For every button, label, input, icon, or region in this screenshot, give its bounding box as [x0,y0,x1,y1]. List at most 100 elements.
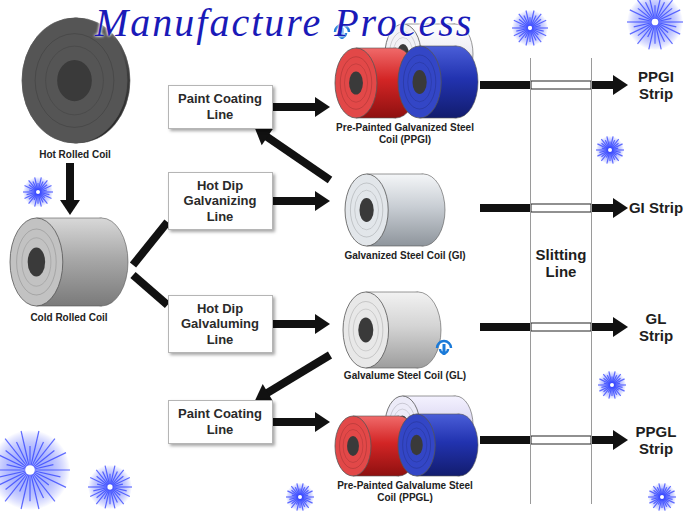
steel-coil [343,292,441,368]
starburst-ray [655,22,680,34]
coil-edge [36,306,101,307]
starburst-ray [297,483,300,497]
starburst-ray [655,0,673,22]
flow-arrow [133,275,168,305]
slitting-band: Slitting Line [530,58,592,504]
arrow-head [315,191,330,211]
coil-face [345,174,388,246]
brand-logo [437,341,451,355]
coil-ring [340,424,367,469]
strip-output: GL Strip [628,310,684,345]
starburst-ray [649,0,655,22]
process-box: Hot Dip Galvanizing Line [168,172,273,231]
coil-caption: Galvanized Steel Coil (GI) [344,250,465,262]
starburst-core [608,148,612,152]
starburst [286,483,314,511]
starburst-glow [23,177,53,207]
starburst-ray [110,487,115,508]
arrow-shaft [592,436,614,444]
arrow-shaft [480,436,530,444]
coil-edge [417,414,460,415]
coil-node: Galvalume Steel Coil (GL) [330,288,480,384]
coil-hole [410,435,422,455]
starburst-ray [630,22,655,34]
starburst-core [36,190,40,194]
arrow-head [315,314,330,334]
coil-caption: Pre-Painted Galvanized Steel Coil (PPGI) [332,122,478,146]
starburst-ray [30,470,39,509]
starburst-core [610,383,614,387]
starburst-ray [30,469,70,470]
arrow-shaft [480,204,530,212]
coil-caption: Pre-Painted Galvalume Steel Coil (PPGL) [332,480,478,504]
starburst-core [25,465,35,475]
coil-edge [353,476,399,477]
process-box: Hot Dip Galvaluming Line [168,295,273,354]
starburst-core [107,484,112,489]
starburst-ray [287,497,300,503]
starburst-ray [612,385,615,399]
coil-face [335,48,377,118]
flow-arrow [60,163,80,215]
coil-ring [353,309,378,351]
process-box: Paint Coating Line [168,400,273,443]
starburst [88,465,132,509]
coil-hole [358,317,373,342]
starburst-glow [598,371,626,399]
coil-edge [356,118,396,119]
coil-hole [359,198,373,222]
arrow-head [613,317,628,337]
coil-edge [353,416,399,417]
starburst-ray [610,144,623,150]
starburst-ray [599,385,612,391]
starburst-ray [662,497,665,511]
flow-arrow [480,208,530,209]
starburst-ray [514,28,530,36]
starburst-ray [597,150,610,156]
arrow-head [315,97,330,117]
arrow-shaft [267,355,330,393]
arrow-head [60,200,80,215]
starburst-ray [35,177,38,192]
starburst [598,371,626,399]
process-box: Paint Coating Line [168,85,273,128]
starburst-ray [30,439,55,470]
arrow-shaft [273,197,317,205]
starburst-ray [0,470,30,487]
strip-output: PPGI Strip [628,68,684,103]
coil-edge [417,476,460,477]
coil-edge [420,46,457,47]
slitting-pass-bar [531,204,591,212]
starburst-ray [530,28,534,46]
starburst-ray [105,466,110,487]
steel-coil [398,414,478,476]
arrow-shaft [592,323,614,331]
coil-hole [349,71,363,94]
coil-ring [46,46,104,115]
starburst-ray [110,470,124,487]
coil-edge [420,118,457,119]
starburst-ray [300,491,313,497]
flow-arrow [273,97,331,117]
box-label: Hot Dip Galvaluming Line [175,301,266,348]
starburst-glow [596,136,624,164]
coil-edge [36,218,101,219]
starburst-glow [0,430,70,510]
coil-node: Pre-Painted Galvalume Steel Coil (PPGL) [330,392,480,506]
coil-ring [403,55,435,109]
coil-ring [344,64,367,103]
starburst-ray [110,487,130,497]
starburst-core [652,19,659,26]
coil-ring [35,34,114,128]
arrow-head [613,198,628,218]
coil-edge [366,292,418,293]
coil-hole [412,70,426,94]
starburst-ray [610,150,613,164]
strip-label: PPGI Strip [628,68,684,103]
starburst-glow [648,483,676,511]
coil-node: Cold Rolled Coil [5,215,133,326]
starburst-ray [526,11,530,29]
coil-ring [406,428,426,462]
coil-node: Pre-Painted Galvanized Steel Coil (PPGI) [330,22,480,148]
